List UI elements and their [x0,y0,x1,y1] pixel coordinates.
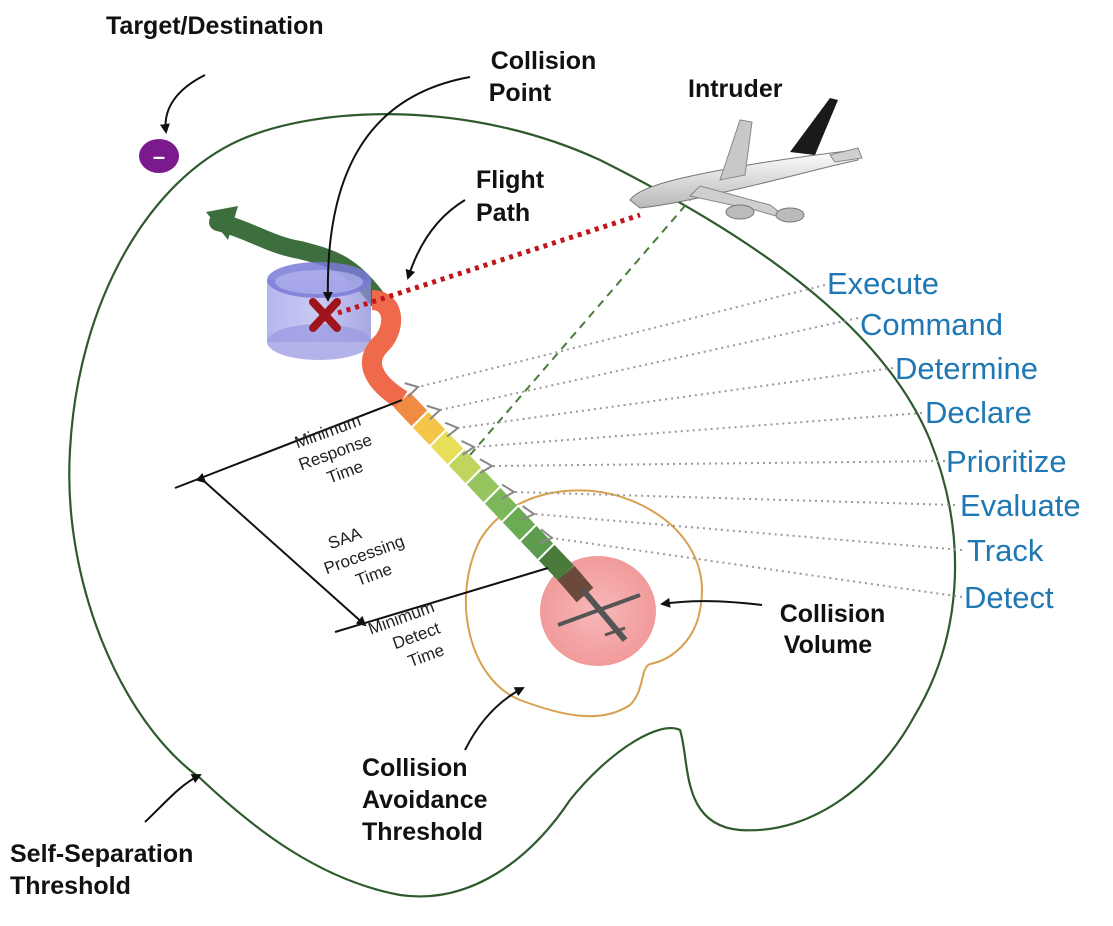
step-pointer-lines [404,284,963,598]
uav-icon [557,588,641,642]
self-separation-threshold-outline [68,113,957,898]
collision-avoidance-threshold-outline [464,489,703,718]
line-of-sight [469,199,691,456]
collision-point-label: Collision Point [489,47,604,107]
flight-path-arrowhead [206,206,238,240]
self-separation-label: Self-Separation Threshold [10,840,200,900]
flight-path-color-segments [394,392,594,603]
collision-avoidance-label: Collision Avoidance Threshold [362,754,494,846]
target-label: Target/Destination [106,12,324,40]
collision-volume-label: Collision Volume [780,600,893,659]
flight-path-red-segment [361,290,408,409]
step-prioritize: Prioritize [946,444,1067,479]
flight-path-segment-dividers [410,409,556,562]
minimum-response-time-label: Minimum Response Time [289,408,387,495]
step-detect: Detect [964,580,1054,615]
collision-point-cylinder [267,262,371,360]
step-track: Track [967,533,1044,568]
airliner-icon [629,98,863,223]
step-determine: Determine [895,351,1038,386]
callout-arrows [144,74,763,823]
saa-processing-time-label: SAA Processing Time [314,509,419,599]
step-execute: Execute [827,266,939,301]
step-evaluate: Evaluate [960,488,1081,523]
target-marker-glyph: – [153,144,165,169]
target-marker: – [139,139,179,173]
x-mark-icon [309,298,341,332]
intruder-track-line [337,212,641,316]
step-labels: Execute Command Determine Declare Priori… [827,266,1081,615]
step-declare: Declare [925,395,1032,430]
saa-processing-arrow [195,472,367,627]
minimum-detect-time-label: Minimum Detect Time [366,596,457,680]
flight-path-label: Flight Path [476,166,551,227]
step-command: Command [860,307,1003,342]
intruder-label: Intruder [688,75,783,103]
